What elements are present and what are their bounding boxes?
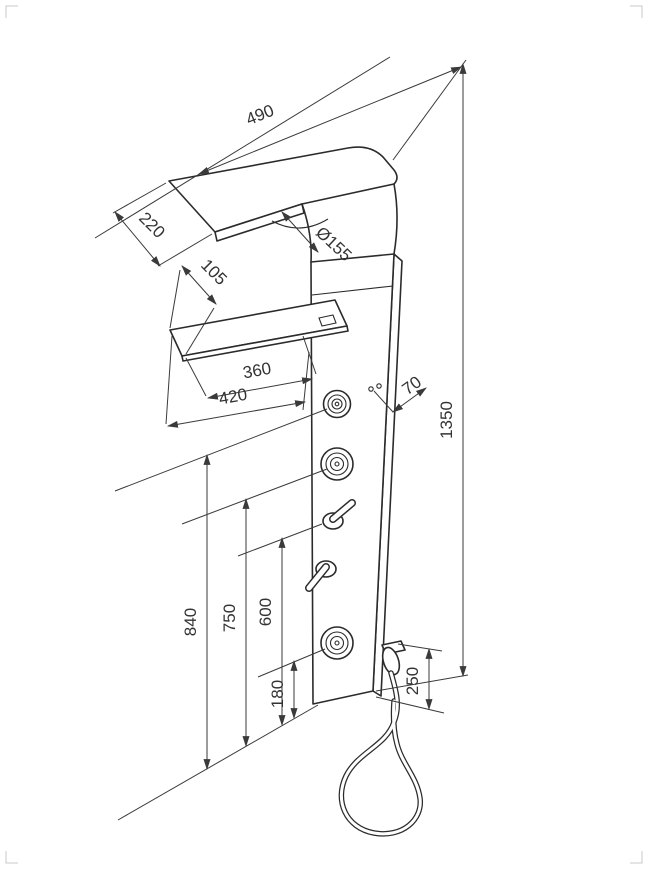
extension-line-floor-right	[375, 674, 469, 692]
lever-upper-handle-fill	[330, 500, 355, 522]
dim-label-180: 180	[268, 680, 287, 708]
dial-middle-ring-3	[329, 456, 345, 472]
riser-right-edge	[393, 183, 398, 255]
handset-hose-fill	[339, 671, 422, 836]
extension-line-depth-b	[157, 233, 213, 267]
outlet-hole-right	[376, 383, 382, 389]
dial-bottom-center	[334, 640, 340, 646]
dial-bottom-ring-3	[329, 635, 345, 651]
extension-line-shelf-a	[169, 269, 181, 329]
mixer-lever-lower	[305, 560, 337, 592]
dial-top	[322, 389, 352, 419]
dim-label-shelf-full: 420	[217, 385, 248, 409]
extension-line-dial-top	[114, 408, 328, 492]
dial-bottom	[320, 626, 354, 660]
dim-label-top-depth: 220	[135, 208, 168, 241]
dial-middle-ring-2	[325, 452, 349, 476]
dim-line-shelf-depth	[181, 265, 217, 305]
extension-line-70	[373, 390, 394, 413]
panel-front-face	[310, 253, 395, 705]
dim-label-250: 250	[403, 667, 422, 695]
extension-line-420-left	[165, 335, 173, 425]
handset-head	[381, 646, 401, 676]
dial-bottom-ring-2	[325, 631, 349, 655]
extension-line-360-left	[185, 357, 207, 397]
dim-label-side-offset: 70	[399, 372, 425, 398]
extension-line-420-right	[302, 351, 310, 411]
dim-label-750: 750	[220, 604, 239, 632]
outlet-hole-left	[368, 386, 374, 392]
extension-line-floor-left	[117, 704, 319, 821]
lever-lower-handle-fill	[306, 564, 329, 591]
dim-label-top-width: 490	[243, 101, 276, 129]
crop-mark-bottom-left	[5, 851, 18, 864]
dial-top-ring-3	[331, 398, 343, 410]
dim-line-shelf-inner	[206, 377, 314, 400]
shelf-front-edge	[181, 325, 349, 362]
dial-top-center	[334, 401, 340, 407]
crop-mark-top-left	[5, 5, 18, 18]
dim-label-shelf-inner: 360	[241, 359, 272, 383]
crop-mark-bottom-right	[630, 851, 643, 864]
dim-line-top-depth	[114, 211, 161, 267]
dim-line-top-width	[197, 66, 463, 175]
handset-hose-outline	[338, 670, 423, 837]
shelf-drain-cutout	[318, 314, 337, 327]
extension-line-top-right	[392, 59, 467, 161]
extension-line-lever	[237, 523, 323, 557]
dim-label-840: 840	[181, 608, 200, 636]
panel-crease-line	[311, 285, 394, 296]
extension-line-shelf-b	[185, 307, 215, 355]
dim-line-spout-diameter	[281, 211, 319, 253]
extension-line-dial-middle	[181, 468, 328, 525]
mixer-lever-upper	[322, 499, 356, 530]
extension-line-360-right	[302, 335, 317, 375]
dim-label-total-height: 1350	[437, 401, 456, 439]
dial-middle	[320, 447, 354, 481]
crop-marks	[5, 5, 643, 864]
dim-label-600: 600	[256, 598, 275, 626]
dim-line-side-offset	[392, 387, 427, 413]
crop-mark-top-right	[630, 5, 643, 18]
extension-line-handset-top	[397, 643, 443, 652]
dial-middle-center	[334, 461, 340, 467]
dial-top-ring-2	[327, 394, 347, 414]
dim-label-shelf-depth: 105	[197, 255, 230, 288]
extension-line-handset-bottom	[375, 696, 445, 714]
extension-line-depth-a	[112, 182, 167, 214]
dimension-lines	[94, 56, 469, 821]
dim-line-shelf-full	[166, 400, 307, 428]
